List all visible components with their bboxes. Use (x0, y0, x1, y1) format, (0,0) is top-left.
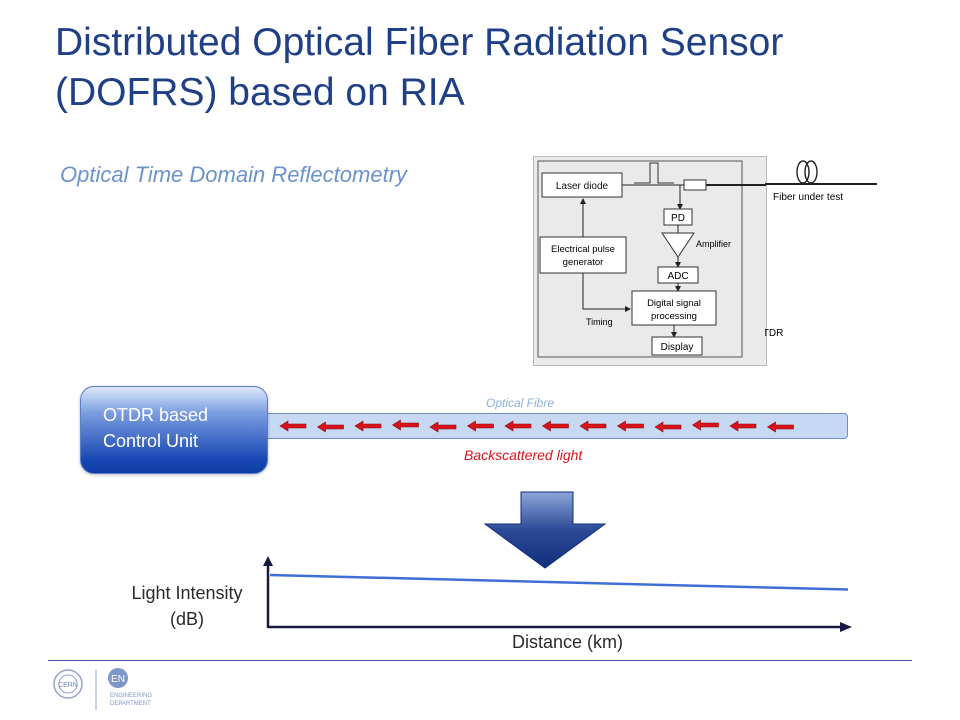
department-label-1: ENGINEERING (110, 693, 152, 699)
title-line-1: Distributed Optical Fiber Radiation Sens… (55, 21, 784, 64)
department-label-2: DEPARTMENT (110, 701, 151, 707)
chart-ylabel: Light Intensity (dB) (112, 580, 262, 632)
backscatter-arrow (616, 420, 644, 432)
backscatter-arrow (766, 421, 794, 433)
timing-label: Timing (586, 317, 613, 327)
pulse-symbol (634, 162, 674, 184)
chart-xlabel: Distance (km) (512, 632, 624, 652)
otdr-block-diagram: Laser diode PD Amplifier ADC Electrical … (533, 156, 767, 366)
dsp-label-1: Digital signal (647, 298, 701, 309)
control-unit-label-2: Control Unit (103, 431, 199, 451)
intensity-chart (263, 556, 852, 632)
otdr-control-unit: OTDR based Control Unit (80, 386, 268, 474)
backscatter-arrow (466, 420, 494, 432)
backscatter-arrow (691, 419, 719, 431)
fiber-under-test-label: Fiber under test (773, 192, 843, 203)
laser-diode-label: Laser diode (556, 181, 609, 192)
adc-label: ADC (667, 271, 688, 282)
pulse-generator-label-2: generator (563, 257, 604, 268)
svg-text:CERN: CERN (58, 682, 78, 689)
chart-y-axis-arrow (263, 556, 273, 566)
intensity-series-line (269, 573, 849, 591)
chart-x-axis-arrow (840, 622, 852, 632)
svg-text:EN: EN (111, 674, 125, 685)
backscatter-arrow (429, 421, 457, 433)
backscatter-arrows (279, 419, 794, 433)
amplifier-symbol (661, 232, 695, 258)
backscatter-arrow (391, 419, 419, 431)
coupler-box (683, 179, 707, 191)
subtitle: Optical Time Domain Reflectometry (60, 162, 408, 187)
en-logo-icon: EN ENGINEERING DEPARTMENT (108, 668, 152, 707)
footer-divider (48, 660, 912, 661)
backscatter-arrow (504, 420, 532, 432)
backscatter-arrow (654, 421, 682, 433)
control-unit-label-1: OTDR based (103, 405, 209, 425)
dsp-label-2: processing (651, 311, 697, 322)
pulse-generator-label-1: Electrical pulse (551, 244, 615, 255)
optical-fibre-label: Optical Fibre (486, 396, 555, 410)
footer-logos: CERN EN ENGINEERING DEPARTMENT (53, 668, 152, 710)
coupler-to-pd (677, 184, 684, 210)
chart-ylabel-line-2: (dB) (169, 609, 204, 629)
backscatter-label: Backscattered light (464, 447, 583, 463)
backscatter-arrow (316, 421, 344, 433)
display-box (651, 336, 703, 356)
backscatter-arrow (354, 420, 382, 432)
display-label: Display (661, 342, 694, 353)
backscatter-arrow (279, 420, 307, 432)
laser-diode-box (541, 172, 623, 198)
otdr-enclosure (537, 160, 743, 358)
cern-logo-icon: CERN (53, 669, 83, 699)
backscatter-arrow (729, 420, 757, 432)
down-arrow-icon (483, 491, 607, 569)
backscatter-arrow (579, 420, 607, 432)
backscatter-arrow (541, 420, 569, 432)
otdr-diagram-svg: Laser diode PD Amplifier ADC Electrical … (537, 160, 766, 358)
slide-title: Distributed Optical Fiber Radiation Sens… (55, 18, 915, 118)
pulse-generator-box (539, 236, 627, 274)
pd-label: PD (671, 213, 685, 224)
otdr-label: OTDR (765, 328, 783, 339)
amplifier-label: Amplifier (696, 239, 731, 249)
timing-line (582, 273, 631, 312)
chart-ylabel-line-1: Light Intensity (131, 583, 243, 603)
title-line-2: (DOFRS) based on RIA (55, 71, 465, 114)
fiber-coil-loop-2 (804, 160, 818, 184)
otdr-diagram-outside: Fiber under test OTDR (765, 160, 877, 339)
